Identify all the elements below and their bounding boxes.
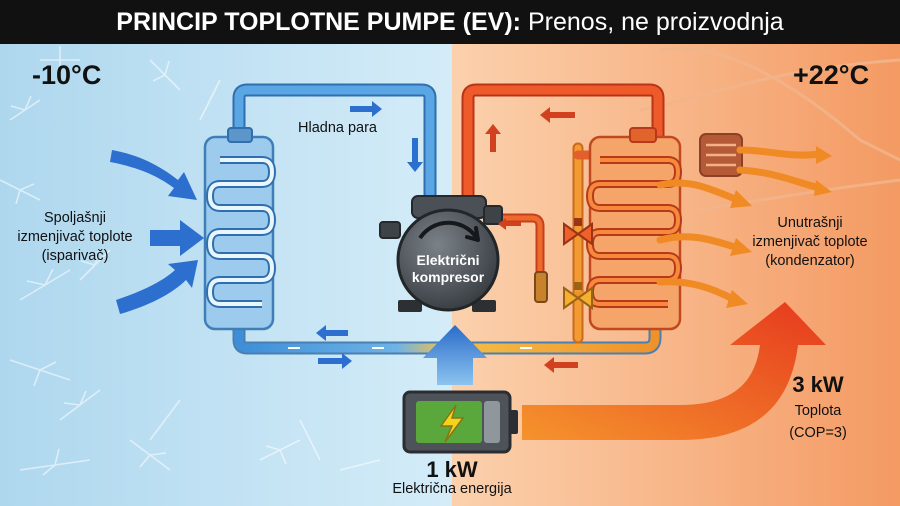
title-bar: PRINCIP TOPLOTNE PUMPE (EV): Prenos, ne … [0,0,900,44]
page-subtitle: Prenos, ne proizvodnja [527,7,784,36]
sensor-tube [534,271,548,303]
pipe-label: Hladna para [298,120,377,136]
electric-power-label: Električna energija [392,481,512,497]
inside-exchanger [585,127,683,331]
compressor-label: Električni kompresor [411,252,485,285]
heat-output-arrow [522,302,826,440]
air-vent-icon [699,133,743,177]
battery-icon [402,390,518,454]
outside-temperature: -10°C [32,60,102,90]
warm-air-arrowheads [726,146,832,308]
energy-input-arrow [423,325,487,385]
lightning-icon [439,404,465,443]
warm-air-arrows [656,146,824,304]
flow-arrows [288,101,578,373]
inside-exchanger-label: Unutrašnji izmenjivač toplote (kondenzat… [752,215,868,269]
outside-exchanger-label: Spoljašnji izmenjivač toplote (isparivač… [17,210,133,264]
heat-output-label: Toplota [794,403,842,419]
page-title: PRINCIP TOPLOTNE PUMPE (EV): [116,7,521,36]
compressor-icon [379,195,503,312]
cold-air-arrows [110,150,204,314]
inside-temperature: +22°C [793,60,870,90]
valve-icon [563,218,593,310]
cop-label: (COP=3) [789,425,847,441]
outside-exchanger [203,127,277,331]
electric-power-value: 1 kW [426,457,478,482]
heat-output-value: 3 kW [792,372,844,397]
snowflake-pattern [0,46,381,476]
